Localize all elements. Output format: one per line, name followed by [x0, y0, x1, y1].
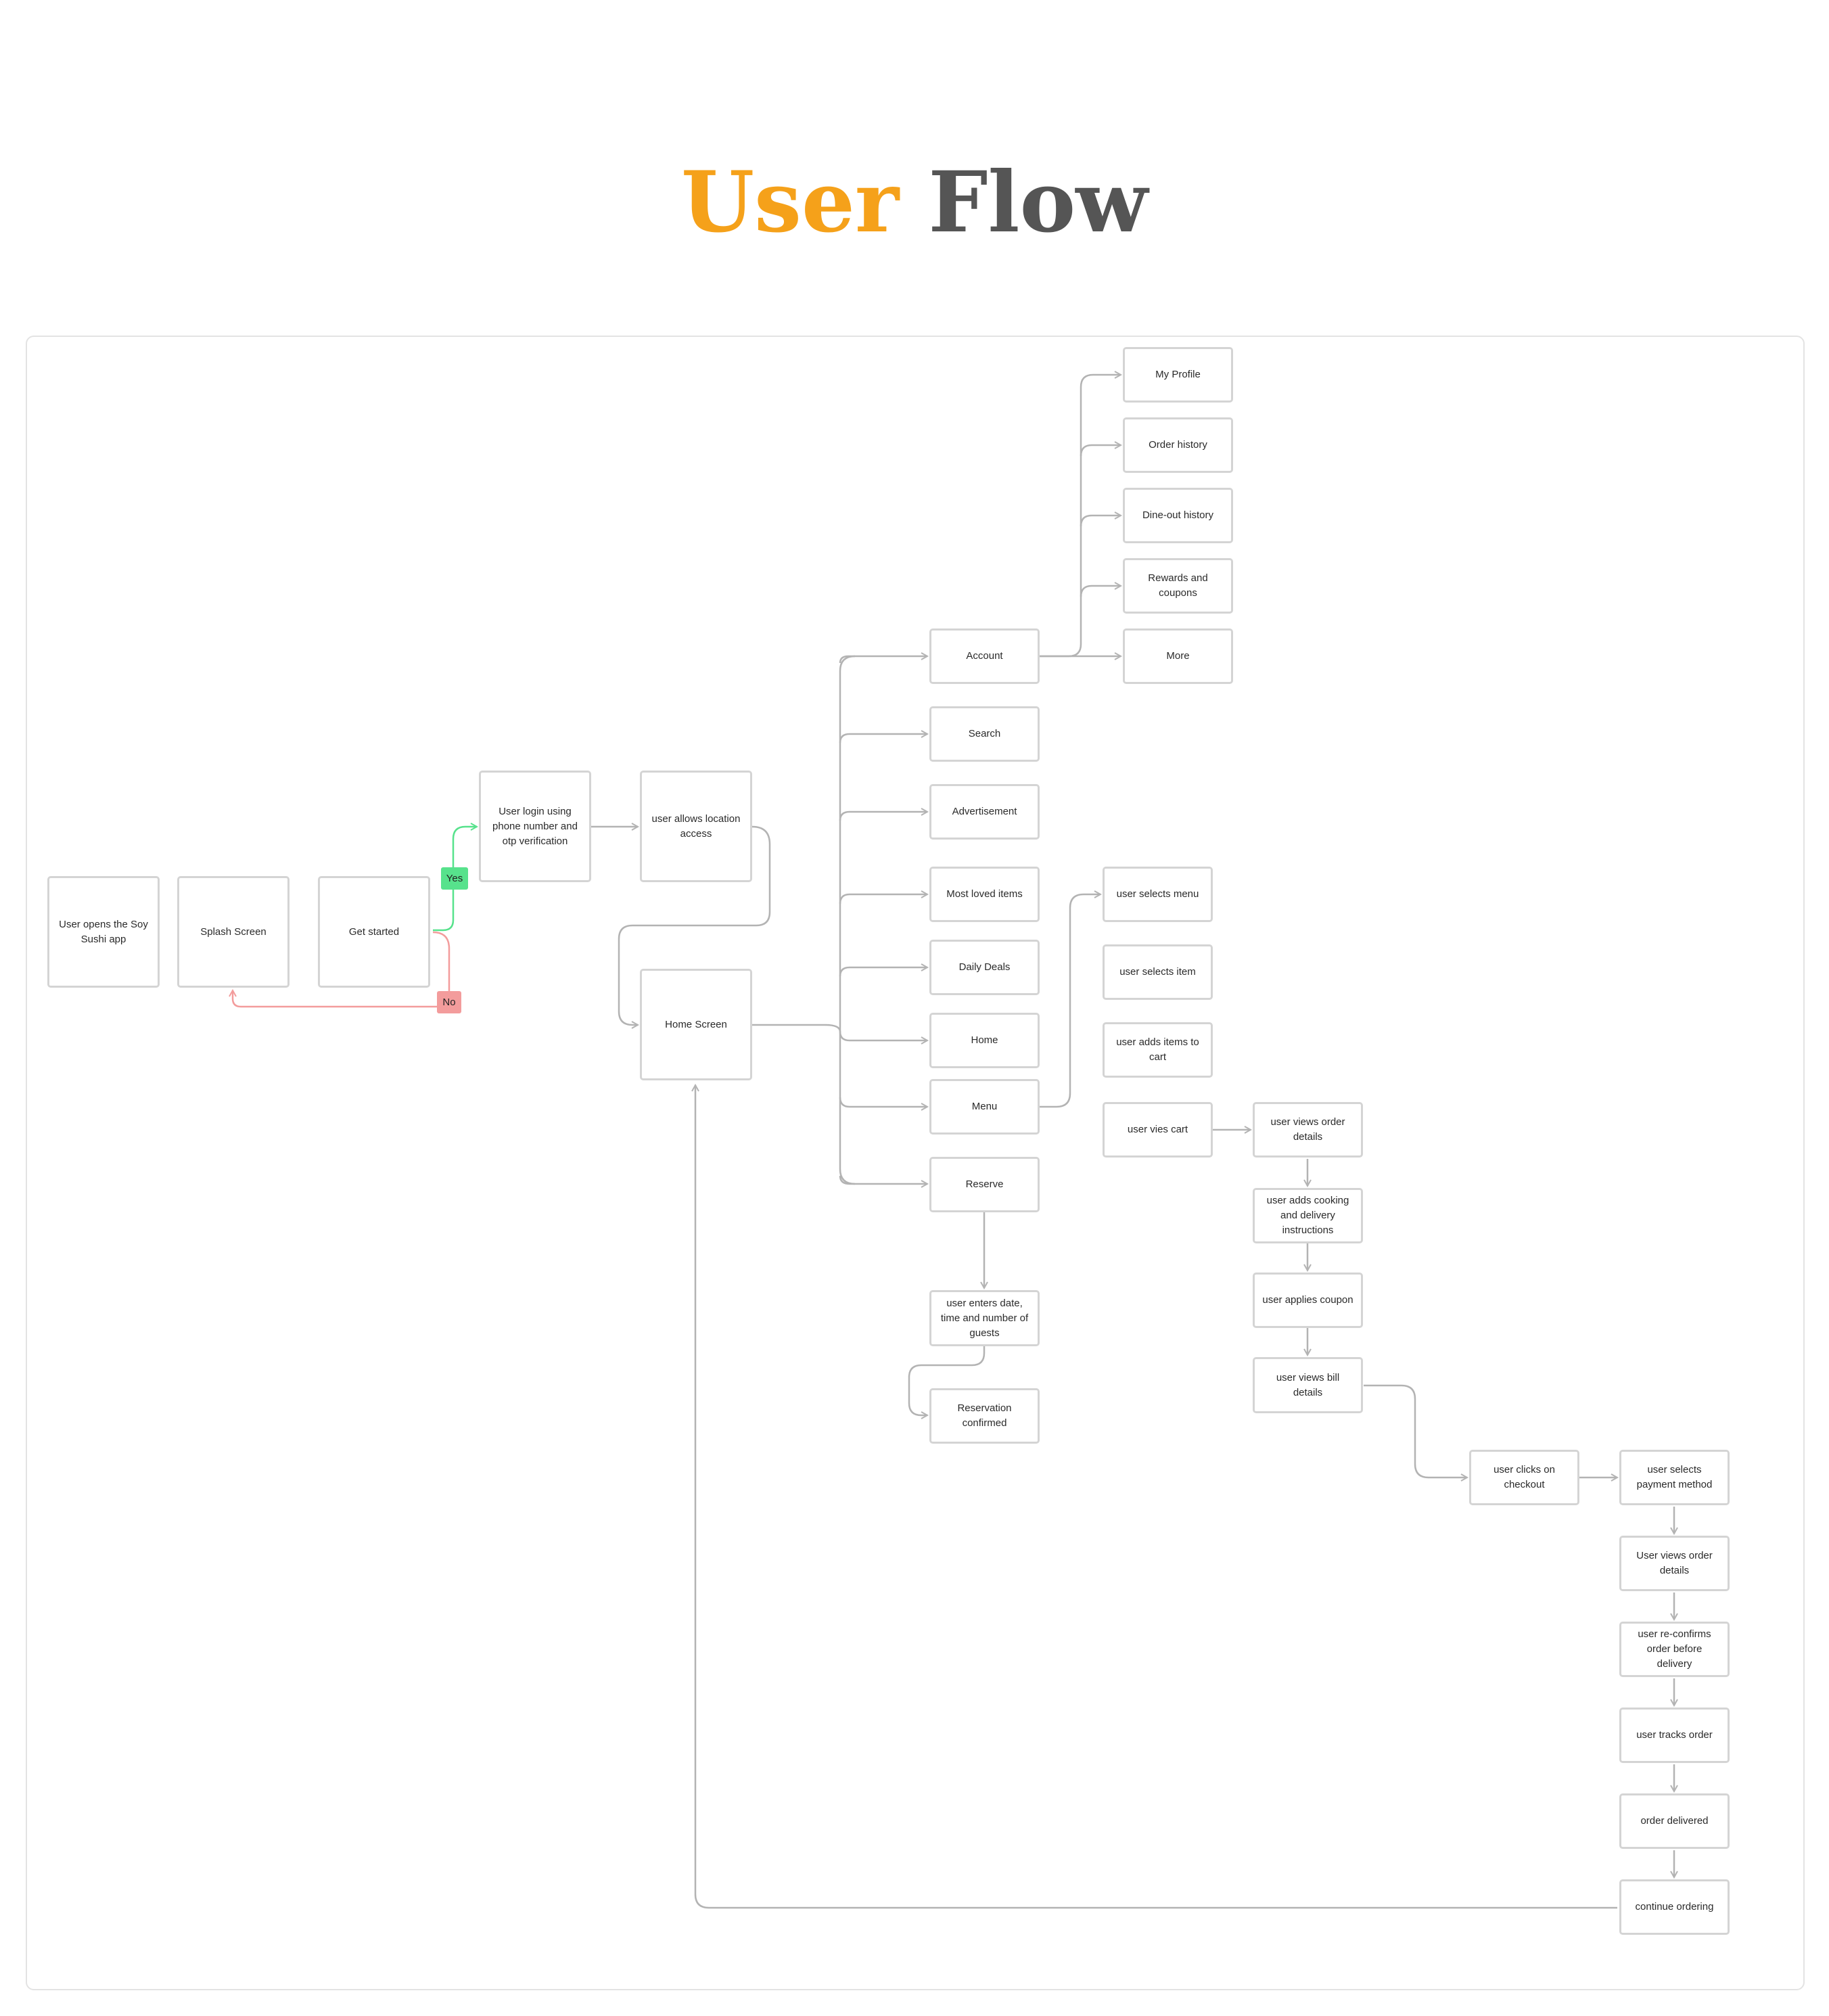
edge-menu-selectmenu	[1040, 894, 1101, 1108]
node-menu[interactable]: Menu	[929, 1079, 1040, 1135]
node-daily-deals[interactable]: Daily Deals	[929, 940, 1040, 995]
edge-home-search	[839, 734, 927, 743]
node-add-to-cart[interactable]: user adds items to cart	[1103, 1022, 1213, 1078]
title-word-flow: Flow	[928, 154, 1148, 252]
edge-home-home	[825, 1024, 927, 1040]
node-cooking-instructions[interactable]: user adds cooking and delivery instructi…	[1253, 1188, 1363, 1243]
edge-date-confirmed	[908, 1346, 986, 1415]
edge-home-mostloved	[839, 894, 927, 904]
edge-account-trunk	[1040, 375, 1121, 658]
edge-account-orderhistory	[1080, 445, 1121, 457]
node-search[interactable]: Search	[929, 706, 1040, 762]
edge-continue-home	[695, 1085, 1617, 1909]
node-order-delivered[interactable]: order delivered	[1619, 1793, 1730, 1849]
node-enter-date[interactable]: user enters date, time and number of gue…	[929, 1290, 1040, 1346]
edge-no	[233, 931, 450, 1008]
node-most-loved-items[interactable]: Most loved items	[929, 867, 1040, 922]
edge-location-home	[618, 825, 771, 1025]
node-payment-method[interactable]: user selects payment method	[1619, 1450, 1730, 1505]
edge-account-dineout	[1080, 516, 1121, 527]
node-location-access[interactable]: user allows location access	[640, 771, 752, 882]
node-reserve[interactable]: Reserve	[929, 1157, 1040, 1212]
title-word-user: User	[681, 154, 900, 252]
node-get-started[interactable]: Get started	[318, 876, 430, 988]
edge-home-menu	[839, 1097, 927, 1107]
node-apply-coupon[interactable]: user applies coupon	[1253, 1273, 1363, 1328]
edge-account-rewards	[1080, 586, 1121, 597]
node-dineout-history[interactable]: Dine-out history	[1123, 488, 1233, 543]
node-login[interactable]: User login using phone number and otp ve…	[479, 771, 591, 882]
node-opens-app[interactable]: User opens the Soy Sushi app	[47, 876, 160, 988]
edge-home-dailydeals	[839, 967, 927, 977]
badge-yes: Yes	[441, 867, 468, 890]
node-home-screen[interactable]: Home Screen	[640, 969, 752, 1080]
node-bill-details[interactable]: user views bill details	[1253, 1357, 1363, 1413]
edge-home-ad	[839, 812, 927, 821]
node-continue-ordering[interactable]: continue ordering	[1619, 1879, 1730, 1935]
node-order-history[interactable]: Order history	[1123, 417, 1233, 473]
node-checkout[interactable]: user clicks on checkout	[1469, 1450, 1579, 1505]
node-select-menu[interactable]: user selects menu	[1103, 867, 1213, 922]
flow-canvas	[26, 336, 1805, 1990]
node-reconfirm-order[interactable]: user re-confirms order before delivery	[1619, 1622, 1730, 1677]
node-my-profile[interactable]: My Profile	[1123, 347, 1233, 403]
page-title: User Flow	[0, 152, 1829, 254]
node-splash-screen[interactable]: Splash Screen	[177, 876, 290, 988]
node-track-order[interactable]: user tracks order	[1619, 1708, 1730, 1763]
edge-home-reserve	[839, 1175, 927, 1184]
node-advertisement[interactable]: Advertisement	[929, 784, 1040, 840]
node-view-order-details[interactable]: user views order details	[1253, 1102, 1363, 1158]
node-home[interactable]: Home	[929, 1013, 1040, 1068]
edge-home-account	[839, 656, 927, 664]
node-view-cart[interactable]: user vies cart	[1103, 1102, 1213, 1158]
badge-no: No	[437, 991, 461, 1013]
node-rewards-coupons[interactable]: Rewards and coupons	[1123, 558, 1233, 614]
node-more[interactable]: More	[1123, 628, 1233, 684]
node-account[interactable]: Account	[929, 628, 1040, 684]
edge-bill-checkout	[1364, 1384, 1467, 1477]
node-view-order-details-2[interactable]: User views order details	[1619, 1536, 1730, 1591]
node-reservation-confirmed[interactable]: Reservation confirmed	[929, 1388, 1040, 1444]
node-select-item[interactable]: user selects item	[1103, 944, 1213, 1000]
